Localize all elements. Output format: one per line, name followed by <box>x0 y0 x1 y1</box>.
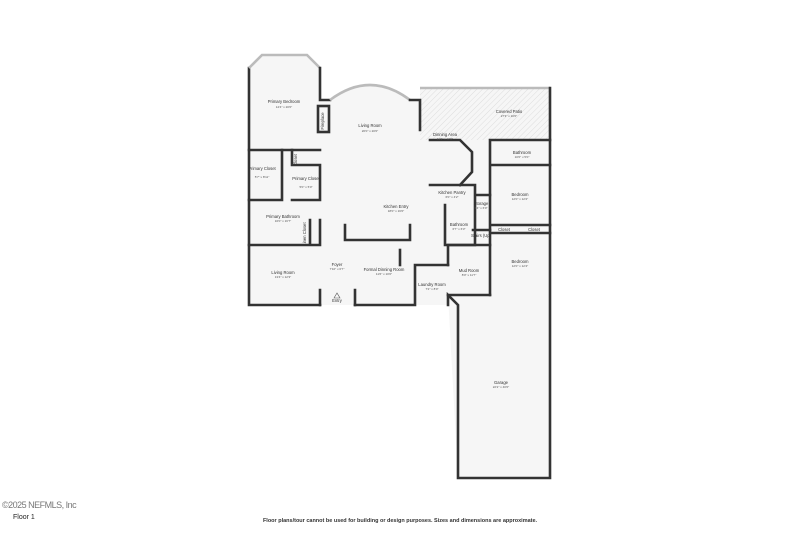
svg-text:12'0" x 12'4": 12'0" x 12'4" <box>512 264 528 268</box>
covered-patio-hatch <box>420 88 550 140</box>
svg-text:14'4" x 20'0": 14'4" x 20'0" <box>276 105 292 109</box>
floor-label: Floor 1 <box>13 514 35 521</box>
svg-text:20'0" x 20'0": 20'0" x 20'0" <box>362 129 378 133</box>
svg-text:5'0" x 5'0": 5'0" x 5'0" <box>299 185 312 189</box>
svg-text:5'7" x 8'11": 5'7" x 8'11" <box>255 175 270 179</box>
room-fills <box>249 55 550 478</box>
svg-text:Primary Bathroom: Primary Bathroom <box>266 214 300 219</box>
disclaimer: Floor plans/tour cannot be used for buil… <box>262 518 538 524</box>
room-label: Primary Bedroom <box>268 99 301 104</box>
svg-text:7'2" x 8'0": 7'2" x 8'0" <box>425 287 438 291</box>
svg-text:Closet: Closet <box>293 153 298 166</box>
svg-text:Laundry Room: Laundry Room <box>418 282 446 287</box>
svg-text:12'0" x 12'2": 12'0" x 12'2" <box>512 197 528 201</box>
svg-text:27'3" x 10'0": 27'3" x 10'0" <box>501 114 517 118</box>
svg-text:Closet: Closet <box>498 227 511 232</box>
svg-text:Covered Patio: Covered Patio <box>496 109 523 114</box>
svg-text:6'0" x 4'2": 6'0" x 4'2" <box>445 195 458 199</box>
room-labels: Primary Bedroom 14'4" x 20'0" Fireplace … <box>248 99 541 389</box>
svg-text:22'2" x 40'0": 22'2" x 40'0" <box>493 385 509 389</box>
svg-text:Kitchen Pantry: Kitchen Pantry <box>438 190 466 195</box>
svg-text:3'4" x 6'0": 3'4" x 6'0" <box>474 206 487 210</box>
svg-text:18'0" x 16'0": 18'0" x 16'0" <box>388 209 404 213</box>
svg-text:Fireplace: Fireplace <box>320 112 325 130</box>
svg-text:Formal Dinning Room: Formal Dinning Room <box>364 267 405 272</box>
svg-text:Primary Closet: Primary Closet <box>248 166 276 171</box>
walls <box>247 53 552 480</box>
svg-text:6'7" x 6'3": 6'7" x 6'3" <box>452 227 465 231</box>
svg-text:Garage: Garage <box>494 380 509 385</box>
svg-text:Entry: Entry <box>332 298 343 303</box>
svg-text:Mud Room: Mud Room <box>459 268 480 273</box>
svg-text:Kitchen Entry: Kitchen Entry <box>384 204 410 209</box>
svg-text:Linen Closet: Linen Closet <box>302 222 307 246</box>
svg-text:11'6" x 10'0": 11'6" x 10'0" <box>376 272 392 276</box>
svg-text:Stairs (Up): Stairs (Up) <box>471 233 492 238</box>
svg-text:Bedroom: Bedroom <box>512 259 530 264</box>
svg-text:16'0" x 16'7": 16'0" x 16'7" <box>275 219 291 223</box>
svg-text:Storage: Storage <box>474 201 489 206</box>
svg-text:11'3" x 12'0": 11'3" x 12'0" <box>437 137 453 141</box>
svg-text:Bathroom: Bathroom <box>450 222 469 227</box>
watermark: ©2025 NEFMLS, Inc <box>2 500 77 510</box>
svg-text:Closet: Closet <box>528 227 541 232</box>
svg-text:10'0" x 5'0": 10'0" x 5'0" <box>515 155 530 159</box>
entry-arrow-icon <box>333 292 341 299</box>
svg-text:Living Room: Living Room <box>271 270 295 275</box>
svg-text:Living Room: Living Room <box>358 123 382 128</box>
svg-text:Foyer: Foyer <box>332 262 343 267</box>
svg-text:13'4" x 12'3": 13'4" x 12'3" <box>275 275 291 279</box>
svg-text:Dinning Area: Dinning Area <box>433 132 458 137</box>
svg-text:Bathroom: Bathroom <box>513 150 532 155</box>
svg-text:7'10" x 6'7": 7'10" x 6'7" <box>330 267 345 271</box>
svg-text:8'0" x 11'7": 8'0" x 11'7" <box>462 273 477 277</box>
svg-text:Primary Closet: Primary Closet <box>292 176 320 181</box>
svg-text:Bedroom: Bedroom <box>512 192 530 197</box>
